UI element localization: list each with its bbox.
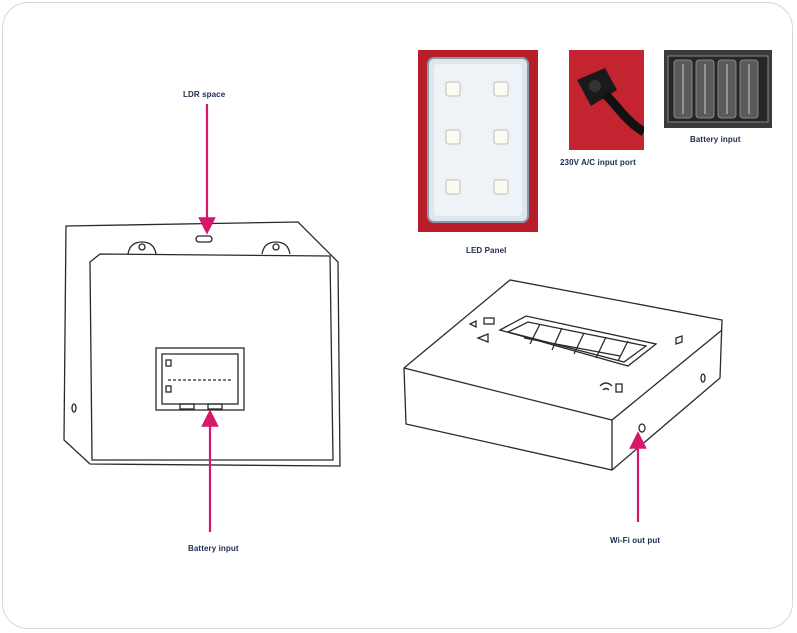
battery-clip-1: [180, 404, 194, 409]
led-chip-icon: [494, 82, 508, 96]
led-grid-4: [596, 337, 606, 358]
led-chip-icon: [446, 130, 460, 144]
ldr-space-label: LDR space: [183, 90, 225, 99]
led-window-outer: [500, 316, 656, 366]
led-window-divider: [524, 338, 620, 356]
led-grid-5: [618, 341, 628, 361]
battery-compartment-inner: [162, 354, 238, 404]
plug-symbol-icon: [676, 336, 682, 344]
led-chip-icon: [446, 180, 460, 194]
back-inner-panel: [90, 254, 333, 460]
battery-terminal-2: [166, 386, 171, 392]
battery-input-label: Battery input: [188, 544, 239, 553]
ldr-slot: [196, 236, 212, 242]
led-chip-icon: [446, 82, 460, 96]
battery-symbol-icon: [484, 318, 494, 324]
ac-input-port-label: 230V A/C input port: [560, 158, 636, 167]
bulb-symbol-icon: [478, 334, 488, 342]
wifi-output-label: Wi-Fi out put: [610, 536, 660, 545]
box-outline: [404, 280, 722, 470]
device-isometric-view: [404, 280, 722, 470]
device-back-view: [64, 222, 340, 466]
battery-clip-2: [208, 404, 222, 409]
mount-hole-right: [273, 244, 279, 250]
sun-symbol-icon: [470, 321, 476, 327]
side-hole: [72, 404, 76, 412]
led-window-inner: [508, 322, 646, 362]
led-panel-photo: [418, 50, 538, 232]
mount-hole-left: [139, 244, 145, 250]
battery-compartment-outer: [156, 348, 244, 410]
usb-symbol-icon: [616, 384, 622, 392]
wifi-port-hole: [639, 424, 645, 432]
ac-port-photo: [569, 50, 644, 150]
back-plate-outline: [64, 222, 340, 466]
led-panel-label: LED Panel: [466, 246, 506, 255]
battery-terminal-1: [166, 360, 171, 366]
led-chip-icon: [494, 180, 508, 194]
box-top-edge: [404, 330, 722, 420]
led-chip-icon: [494, 130, 508, 144]
battery-input-photo-label: Battery input: [690, 135, 741, 144]
wifi-symbol-icon: [600, 383, 612, 386]
side-hole-right: [701, 374, 705, 382]
battery-holder-photo: [664, 50, 772, 128]
